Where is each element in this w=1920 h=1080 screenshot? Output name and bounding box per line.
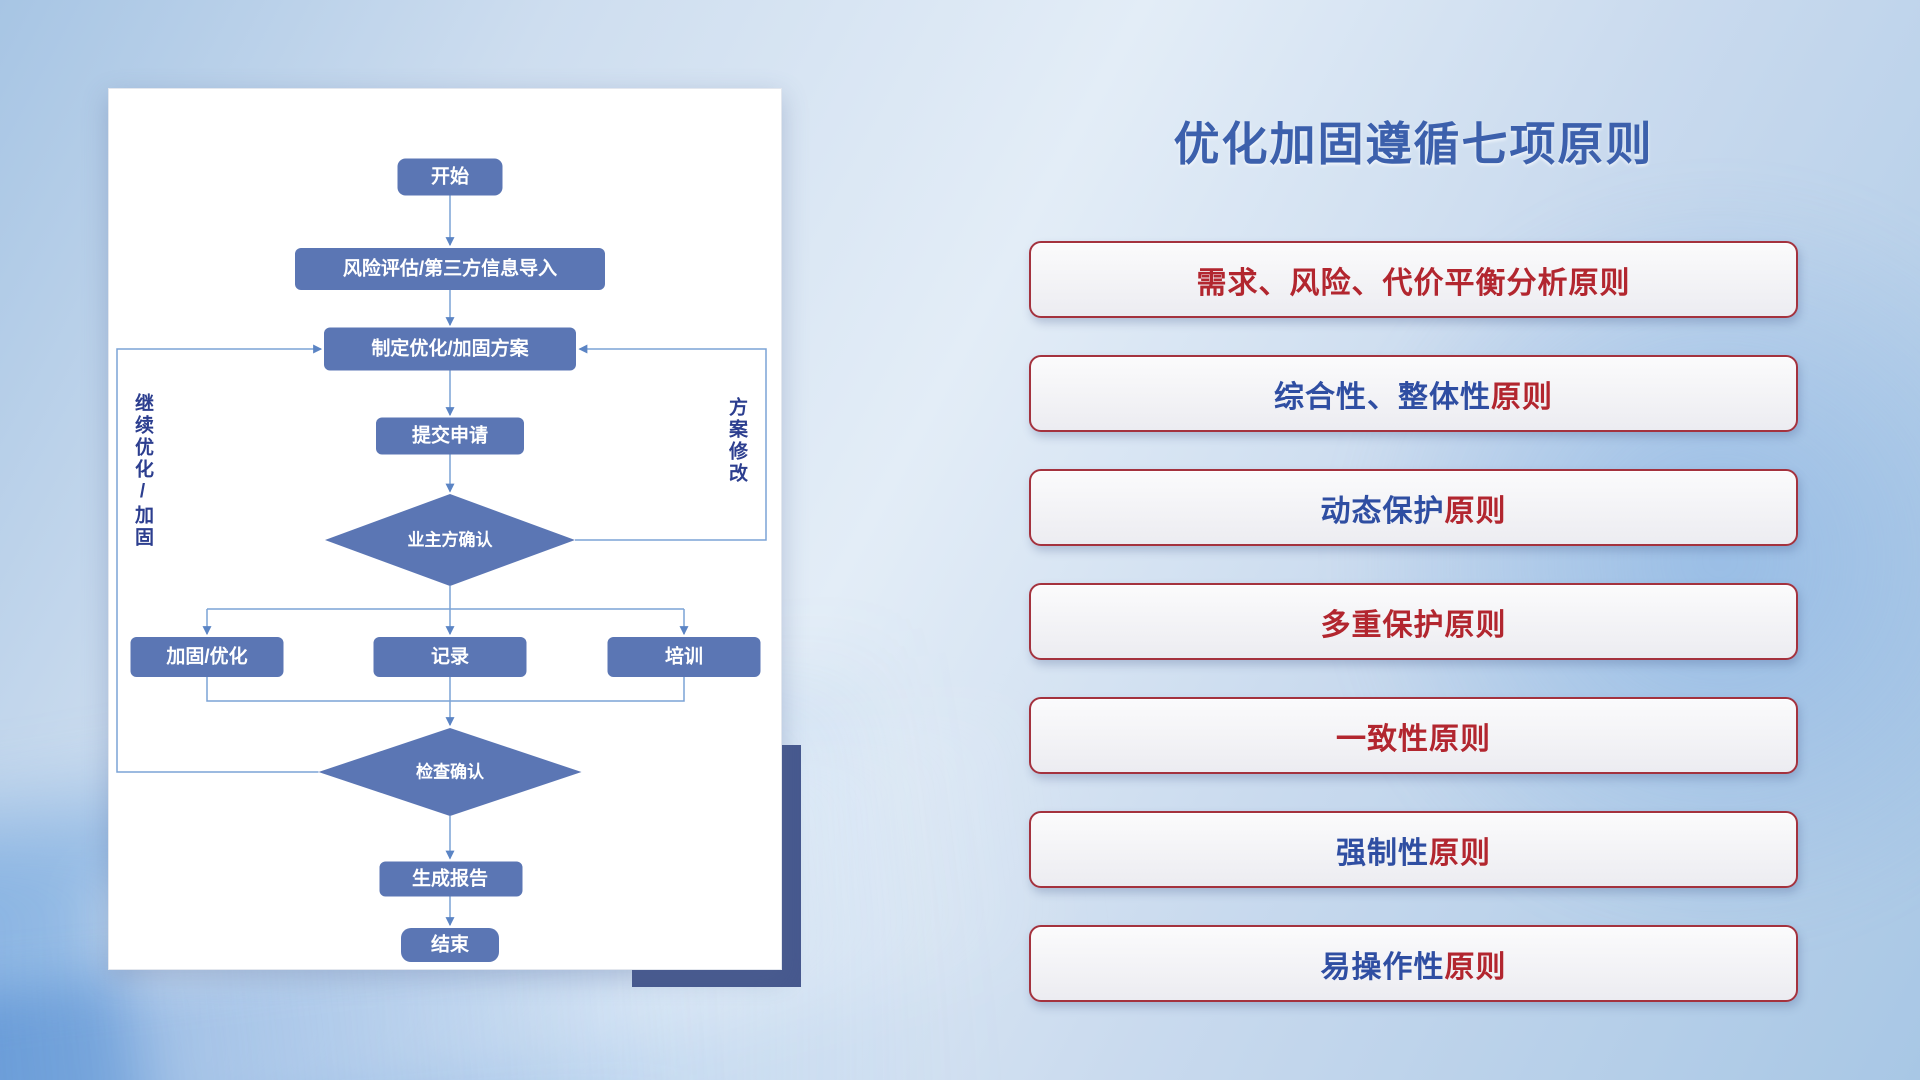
flow-label-end: 结束 [431,933,470,956]
principle-box: 动态保护原则 [1029,469,1798,546]
principle-box: 强制性原则 [1029,811,1798,888]
principle-box: 需求、风险、代价平衡分析原则 [1029,241,1798,318]
flow-node-gen-report [379,861,523,897]
principle-text: 原则 [1429,836,1491,870]
flow-label-harden-optimize: 加固/优化 [165,645,247,668]
flow-node-owner-confirm [325,494,575,586]
flow-node-risk-import [295,248,605,290]
principle-box: 一致性原则 [1029,697,1798,774]
loop-label-continue-optimize: 继续优化/加固 [132,393,153,549]
principle-box: 易操作性原则 [1029,925,1798,1002]
principle-text: 易操作性 [1320,950,1445,984]
flow-node-submit [376,417,524,455]
principle-text: 一致性原则 [1336,722,1491,756]
flow-node-check-confirm [318,728,582,816]
flowchart-card: 开始 风险评估/第三方信息导入 制定优化/加固方案 提交申请 业主方确认 加固/… [108,88,782,970]
page-title: 优化加固遵循七项原则 [1173,118,1654,170]
flow-label-training: 培训 [665,645,703,668]
principles-list: 需求、风险、代价平衡分析原则综合性、整体性原则动态保护原则多重保护原则一致性原则… [1029,241,1798,1002]
flow-node-end [401,928,499,962]
flowchart: 开始 风险评估/第三方信息导入 制定优化/加固方案 提交申请 业主方确认 加固/… [116,158,767,962]
flow-node-start [397,158,503,196]
principle-text: 多重保护原则 [1320,608,1507,642]
flow-label-gen-report: 生成报告 [412,867,488,890]
flow-label-submit: 提交申请 [412,424,488,447]
flow-connectors [116,195,767,927]
flow-label-risk-import: 风险评估/第三方信息导入 [343,257,557,280]
flow-node-training [607,637,761,677]
flow-label-check-confirm: 检查确认 [416,762,485,782]
principle-text: 原则 [1444,494,1507,528]
principle-box: 综合性、整体性原则 [1029,355,1798,432]
flow-node-record [373,637,527,677]
principle-text: 原则 [1491,380,1553,414]
flow-node-make-plan [324,327,576,371]
principle-text: 需求、风险、代价平衡分析原则 [1196,266,1631,300]
flow-node-harden-optimize [130,637,284,677]
flow-label-owner-confirm: 业主方确认 [408,530,494,550]
flow-node-labels: 开始 风险评估/第三方信息导入 制定优化/加固方案 提交申请 业主方确认 加固/… [165,165,703,956]
principle-text: 动态保护 [1320,494,1445,528]
flow-label-record: 记录 [431,646,469,668]
principle-text: 综合性、整体性 [1274,380,1491,414]
flow-label-make-plan: 制定优化/加固方案 [371,337,529,360]
principle-box: 多重保护原则 [1029,583,1798,660]
flow-label-start: 开始 [431,165,469,188]
loop-label-plan-modify: 方案修改 [726,397,747,485]
principle-text: 原则 [1444,950,1507,984]
principle-text: 强制性 [1336,836,1429,870]
flow-nodes [130,158,761,962]
